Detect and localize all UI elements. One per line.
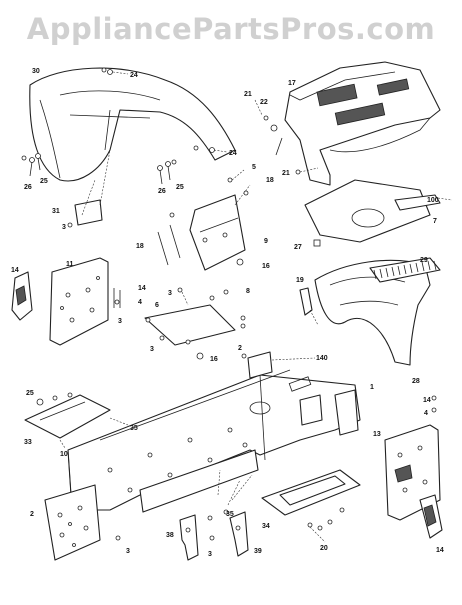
label-4: 4 — [424, 410, 428, 417]
label-33: 33 — [24, 439, 32, 446]
label-35: 35 — [226, 511, 234, 518]
part-25-26-hardware-right — [157, 159, 177, 185]
label-9: 9 — [264, 238, 268, 245]
part-13-side-panel — [384, 424, 441, 521]
part-17-grille-hood — [284, 61, 441, 186]
label-20: 20 — [320, 545, 328, 552]
part-6-plate — [144, 287, 246, 360]
label-25: 25 — [40, 178, 48, 185]
label-2: 2 — [30, 511, 34, 518]
part-29-grille — [369, 257, 441, 283]
part-25-26-hardware-left — [21, 153, 41, 177]
label-18: 18 — [266, 177, 274, 184]
label-19: 19 — [296, 277, 304, 284]
part-21-22-hardware — [254, 99, 319, 175]
part-33-footrest — [24, 392, 129, 449]
label-35: 35 — [130, 425, 138, 432]
part-35-hardware — [207, 469, 253, 541]
label-24: 24 — [229, 150, 237, 157]
label-34: 34 — [262, 523, 270, 530]
label-16: 16 — [262, 263, 270, 270]
part-20-hardware — [307, 507, 345, 543]
part-140-bracket — [241, 351, 316, 379]
label-3: 3 — [126, 548, 130, 555]
label-1: 1 — [370, 384, 374, 391]
part-14-4-hardware — [113, 288, 121, 308]
part-28-nose — [314, 259, 431, 366]
part-34-footrest — [261, 469, 361, 516]
label-38: 38 — [166, 532, 174, 539]
label-14: 14 — [423, 397, 431, 404]
label-7: 7 — [433, 218, 437, 225]
label-8: 8 — [246, 288, 250, 295]
label-3: 3 — [208, 551, 212, 558]
part-38-bracket — [179, 514, 199, 561]
label-3: 3 — [62, 224, 66, 231]
label-14: 14 — [11, 267, 19, 274]
part-9-console — [189, 169, 251, 271]
label-26: 26 — [158, 188, 166, 195]
label-25: 25 — [176, 184, 184, 191]
label-14: 14 — [436, 547, 444, 554]
label-11: 11 — [66, 261, 74, 268]
watermark: AppliancePartsPros.com — [26, 12, 436, 46]
label-29: 29 — [420, 257, 428, 264]
part-19-clip — [299, 287, 319, 326]
label-13: 13 — [373, 431, 381, 438]
part-24-hardware-top — [101, 67, 129, 75]
label-3: 3 — [118, 318, 122, 325]
part-30-hood — [29, 67, 236, 182]
label-3: 3 — [168, 290, 172, 297]
label-16: 16 — [210, 356, 218, 363]
part-27-fastener — [313, 239, 321, 247]
label-5: 5 — [252, 164, 256, 171]
label-21: 21 — [244, 91, 252, 98]
part-31-bracket — [67, 149, 111, 228]
part-14-bracket-right — [419, 395, 443, 539]
label-30: 30 — [32, 68, 40, 75]
label-140: 140 — [316, 355, 328, 362]
label-39: 39 — [254, 548, 262, 555]
label-27: 27 — [294, 244, 302, 251]
part-39-bracket — [229, 511, 249, 557]
part-11-side-panel — [49, 257, 109, 346]
part-7-dash-panel — [304, 179, 453, 243]
label-2: 2 — [238, 345, 242, 352]
label-4: 4 — [138, 299, 142, 306]
label-31: 31 — [52, 208, 60, 215]
label-14: 14 — [138, 285, 146, 292]
label-18: 18 — [136, 243, 144, 250]
label-26: 26 — [24, 184, 32, 191]
label-28: 28 — [412, 378, 420, 385]
part-14-bracket-left — [11, 271, 33, 321]
label-100: 100 — [427, 197, 439, 204]
label-6: 6 — [155, 302, 159, 309]
label-3: 3 — [150, 346, 154, 353]
part-24-hardware-right — [193, 145, 228, 153]
label-25: 25 — [26, 390, 34, 397]
label-10: 10 — [60, 451, 68, 458]
label-17: 17 — [288, 80, 296, 87]
label-24: 24 — [130, 72, 138, 79]
part-1-main-frame — [67, 369, 361, 513]
part-18-bolts — [157, 212, 181, 266]
label-22: 22 — [260, 99, 268, 106]
part-2-lower-plate — [44, 484, 121, 561]
label-21: 21 — [282, 170, 290, 177]
part-labels: 30 24 24 26 25 26 25 31 3 17 21 22 18 21… — [11, 68, 444, 558]
